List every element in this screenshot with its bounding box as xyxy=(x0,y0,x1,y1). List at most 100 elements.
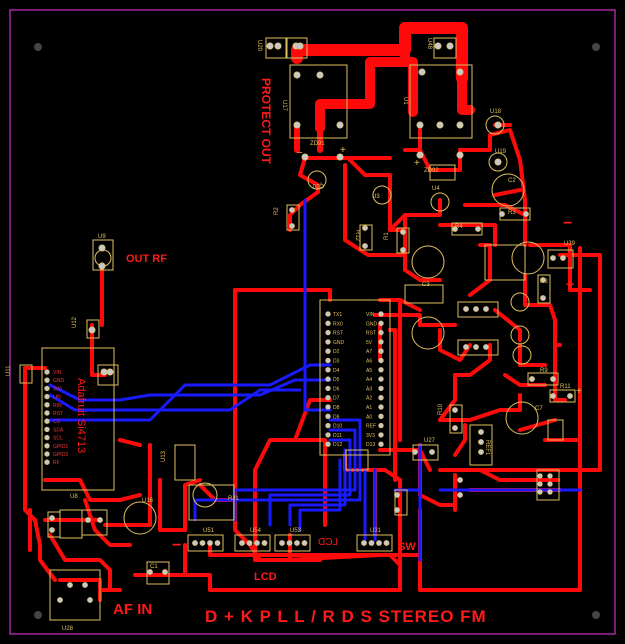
mcu-pin-label: D4 xyxy=(333,368,340,374)
mcu-pin-label: A2 xyxy=(366,396,372,402)
si4713-pin-label: GPIO1 xyxy=(53,444,69,450)
header-pin xyxy=(537,489,543,495)
mcu-pin xyxy=(325,339,331,345)
mcu-pin-label: A3 xyxy=(366,386,372,392)
designator-u19: U19 xyxy=(495,149,507,155)
mcu-pin-label: A4 xyxy=(366,377,372,383)
mcu-pin-label: 3V3 xyxy=(366,433,375,439)
mcu-pin xyxy=(378,329,384,336)
si4713-pin xyxy=(44,393,50,400)
component-pad xyxy=(274,42,282,50)
mcu-pin xyxy=(325,395,331,401)
designator-c1: C1 xyxy=(150,564,158,570)
mcu-pin xyxy=(325,413,331,419)
component-pad xyxy=(98,262,106,270)
component-pad xyxy=(523,211,529,217)
switch-connector-pin xyxy=(368,540,375,546)
component-pad xyxy=(540,277,546,283)
lcd-connector-pin xyxy=(294,540,300,546)
designator-u13: U13 xyxy=(161,450,167,462)
mcu-pin-label: D2 xyxy=(333,349,340,355)
mcu-pin xyxy=(325,367,331,373)
component-pad xyxy=(88,326,96,334)
si4713-pin xyxy=(44,402,50,408)
component-pad xyxy=(336,153,344,161)
si4713-pin xyxy=(44,369,50,375)
header-pin xyxy=(473,344,479,350)
si4713-pin xyxy=(44,418,50,424)
si4713-pin-label: SDA xyxy=(53,427,64,433)
si4713-pin xyxy=(44,451,50,457)
designator-r3: R3 xyxy=(508,210,516,216)
mcu-pin-label: D13 xyxy=(366,442,375,448)
component-pad xyxy=(567,393,573,399)
mcu-pin-label: RX0 xyxy=(333,321,343,327)
component-pad xyxy=(457,492,463,498)
component-pad xyxy=(289,223,295,229)
label-lcd-mirrored: LCD xyxy=(318,537,338,548)
si4713-pin-label: GND xyxy=(53,378,65,384)
designator-u8: U8 xyxy=(70,494,78,500)
switch-connector-pin xyxy=(383,540,390,546)
component-pad xyxy=(57,597,63,603)
plus-mark-zd92: + xyxy=(414,158,420,169)
si4713-pin-label: VIN xyxy=(53,370,62,376)
mcu-pin-label: A5 xyxy=(366,368,372,374)
mcu-pin-label: TX1 xyxy=(333,312,342,318)
designator-u39: U39 xyxy=(564,241,576,247)
header-pin xyxy=(547,489,553,495)
label-lcd: LCD xyxy=(254,571,277,583)
si4713-pin xyxy=(44,410,50,416)
mcu-pin-label: REF xyxy=(366,424,376,430)
header-pin xyxy=(483,344,489,350)
si4713-pin xyxy=(44,459,50,465)
mcu-pin xyxy=(325,329,331,336)
switch-connector-pin xyxy=(376,540,382,546)
designator-u28: U28 xyxy=(62,626,74,632)
designator-u12: U12 xyxy=(72,316,78,328)
component-pad xyxy=(540,295,546,301)
component-pad xyxy=(362,225,368,231)
designator-u27: U27 xyxy=(424,438,436,444)
lcd-connector-pin xyxy=(246,540,253,546)
mcu-pin xyxy=(325,385,331,392)
designator-ref1: REF1 xyxy=(484,440,490,456)
mcu-pin-label: D11 xyxy=(333,433,342,439)
component-pad xyxy=(452,226,458,232)
mcu-pin xyxy=(378,404,384,410)
header-pin xyxy=(547,473,553,479)
mcu-pin xyxy=(325,357,331,364)
component-pad xyxy=(293,71,301,79)
designator-r11: R11 xyxy=(560,384,571,390)
component-pad xyxy=(296,42,304,50)
mcu-pin xyxy=(378,422,384,429)
mcu-pin xyxy=(325,376,331,382)
mcu-pin-label: GND xyxy=(366,321,378,327)
ref-pin xyxy=(478,449,484,455)
si4713-pin-label: SCL xyxy=(53,436,63,442)
mcu-pin-labels: TX1RX0RSTGNDD2D3D4D5D6D7D8D9D10D11D12VIN… xyxy=(333,312,378,448)
designator-u17: U17 xyxy=(281,100,287,112)
ref-pin xyxy=(478,429,484,435)
header-pin xyxy=(483,306,489,312)
component-pad xyxy=(49,515,55,521)
component-pad xyxy=(106,368,114,376)
component-pad xyxy=(336,121,344,129)
designator-r1: R1 xyxy=(384,232,390,240)
mcu-pin-label: D3 xyxy=(333,359,340,365)
component-pad xyxy=(434,42,442,50)
header-pin xyxy=(537,481,543,487)
component-pad xyxy=(301,153,309,161)
component-pad xyxy=(456,68,464,76)
mcu-pin-label: D9 xyxy=(333,414,340,420)
mcu-pin xyxy=(378,441,384,447)
mcu-pin xyxy=(325,404,331,410)
si4713-pin-label: RST xyxy=(53,411,63,417)
label-protect-out: PROTECT OUT xyxy=(259,78,273,165)
board-outline xyxy=(9,9,616,635)
component-pad xyxy=(456,121,464,129)
si4713-pin xyxy=(44,443,50,449)
si4713-pin xyxy=(44,434,50,441)
mcu-pin xyxy=(325,320,331,326)
